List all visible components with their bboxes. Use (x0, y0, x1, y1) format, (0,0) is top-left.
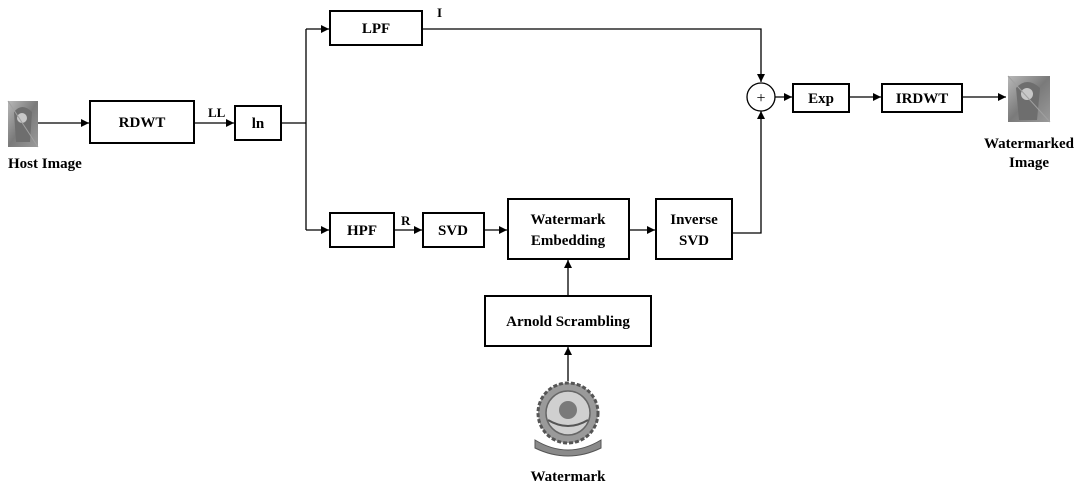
exp-block (792, 83, 850, 113)
rdwt-block (89, 100, 195, 144)
exp-label: Exp (808, 91, 834, 107)
arnold-scrambling-block (484, 295, 652, 347)
svd-label: SVD (438, 223, 468, 239)
host-image-icon (7, 100, 39, 148)
wire-lpf-to-sum (422, 28, 765, 82)
ln-label: ln (252, 116, 265, 132)
host-image-caption: Host Image (8, 156, 82, 172)
watermarked-image-caption-line2: Image (1009, 155, 1049, 171)
rdwt-label: RDWT (119, 115, 166, 131)
watermarked-image-caption-line1: Watermarked (984, 136, 1074, 152)
r-signal-label: R (401, 213, 411, 228)
inverse-svd-label-line2: SVD (679, 233, 709, 249)
watermark-embedding-block (507, 198, 630, 260)
embedding-label-line1: Watermark (531, 212, 607, 228)
hpf-label: HPF (347, 223, 377, 239)
irdwt-label: IRDWT (896, 91, 949, 107)
watermarked-image-icon (1007, 75, 1051, 123)
wire-inverse-to-sum (732, 111, 765, 234)
hpf-block (329, 212, 395, 248)
embedding-label-line2: Embedding (531, 233, 606, 249)
watermark-logo-icon (534, 381, 602, 457)
inverse-svd-label-line1: Inverse (670, 212, 718, 228)
irdwt-block (881, 83, 963, 113)
lpf-block (329, 10, 423, 46)
watermark-caption: Watermark (531, 469, 607, 485)
summation-symbol: + (756, 90, 765, 107)
ll-signal-label: LL (208, 105, 226, 120)
arnold-scrambling-label: Arnold Scrambling (506, 314, 630, 330)
inverse-svd-block (655, 198, 733, 260)
i-signal-label: I (437, 5, 442, 20)
lpf-label: LPF (362, 21, 390, 37)
ln-block (234, 105, 282, 141)
